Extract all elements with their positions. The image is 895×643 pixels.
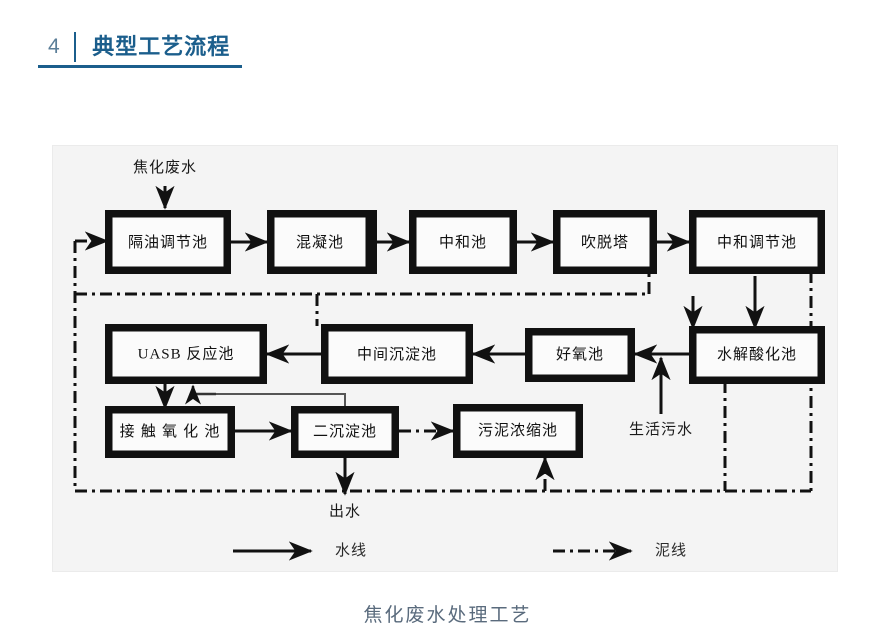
page-title: 典型工艺流程 (92, 34, 231, 59)
node-label: 隔油调节池 (128, 234, 208, 251)
node-sludge-thickening-tank[interactable]: 污泥浓缩池 (453, 404, 583, 458)
node-label: UASB 反应池 (138, 344, 235, 362)
water-line-group (155, 185, 765, 496)
node-label: 中间沉淀池 (357, 346, 437, 363)
process-flow-diagram: 隔油调节池 混凝池 中和池 吹脱塔 中和调节池 UASB 反应池 (52, 145, 838, 572)
node-label: 水解酸化池 (717, 346, 797, 363)
section-header: 4 典型工艺流程 (38, 32, 243, 68)
node-intermediate-sedimentation-tank[interactable]: 中间沉淀池 (321, 324, 473, 384)
node-label: 二沉淀池 (313, 423, 377, 440)
node-label: 混凝池 (296, 234, 344, 251)
recycle-line-path (213, 393, 346, 408)
node-label: 好氧池 (556, 346, 604, 363)
node-label: 吹脱塔 (581, 234, 629, 251)
node-aerobic-tank[interactable]: 好氧池 (525, 328, 635, 382)
diagram-canvas: 隔油调节池 混凝池 中和池 吹脱塔 中和调节池 UASB 反应池 (73, 159, 825, 561)
node-label: 中和池 (439, 234, 487, 251)
node-label: 污泥浓缩池 (478, 422, 558, 439)
legend-water-line-label: 水线 (335, 542, 367, 559)
legend: 水线 泥线 (233, 541, 687, 561)
node-label: 接 触 氧 化 池 (120, 423, 221, 440)
outlet-label: 出水 (329, 503, 361, 520)
node-neutralization-tank[interactable]: 中和池 (409, 210, 517, 274)
inlet-label: 焦化废水 (133, 159, 197, 176)
legend-sludge-line-label: 泥线 (655, 542, 687, 559)
header-divider (74, 32, 77, 62)
section-number: 4 (48, 35, 61, 58)
node-label: 中和调节池 (717, 234, 797, 251)
node-secondary-sedimentation-tank[interactable]: 二沉淀池 (291, 406, 399, 458)
node-contact-oxidation-tank[interactable]: 接 触 氧 化 池 (105, 406, 235, 458)
recycle-line-arrow (184, 384, 216, 405)
node-coagulation-tank[interactable]: 混凝池 (267, 210, 377, 274)
node-neutralization-regulating-tank[interactable]: 中和调节池 (689, 210, 825, 274)
domestic-sewage-label: 生活污水 (629, 421, 693, 438)
figure-caption: 焦化废水处理工艺 (363, 605, 532, 626)
node-oil-separation-tank[interactable]: 隔油调节池 (105, 210, 231, 274)
node-stripping-tower[interactable]: 吹脱塔 (553, 210, 657, 274)
node-uasb-reactor[interactable]: UASB 反应池 (105, 324, 267, 384)
node-hydrolysis-acidification-tank[interactable]: 水解酸化池 (689, 326, 825, 384)
